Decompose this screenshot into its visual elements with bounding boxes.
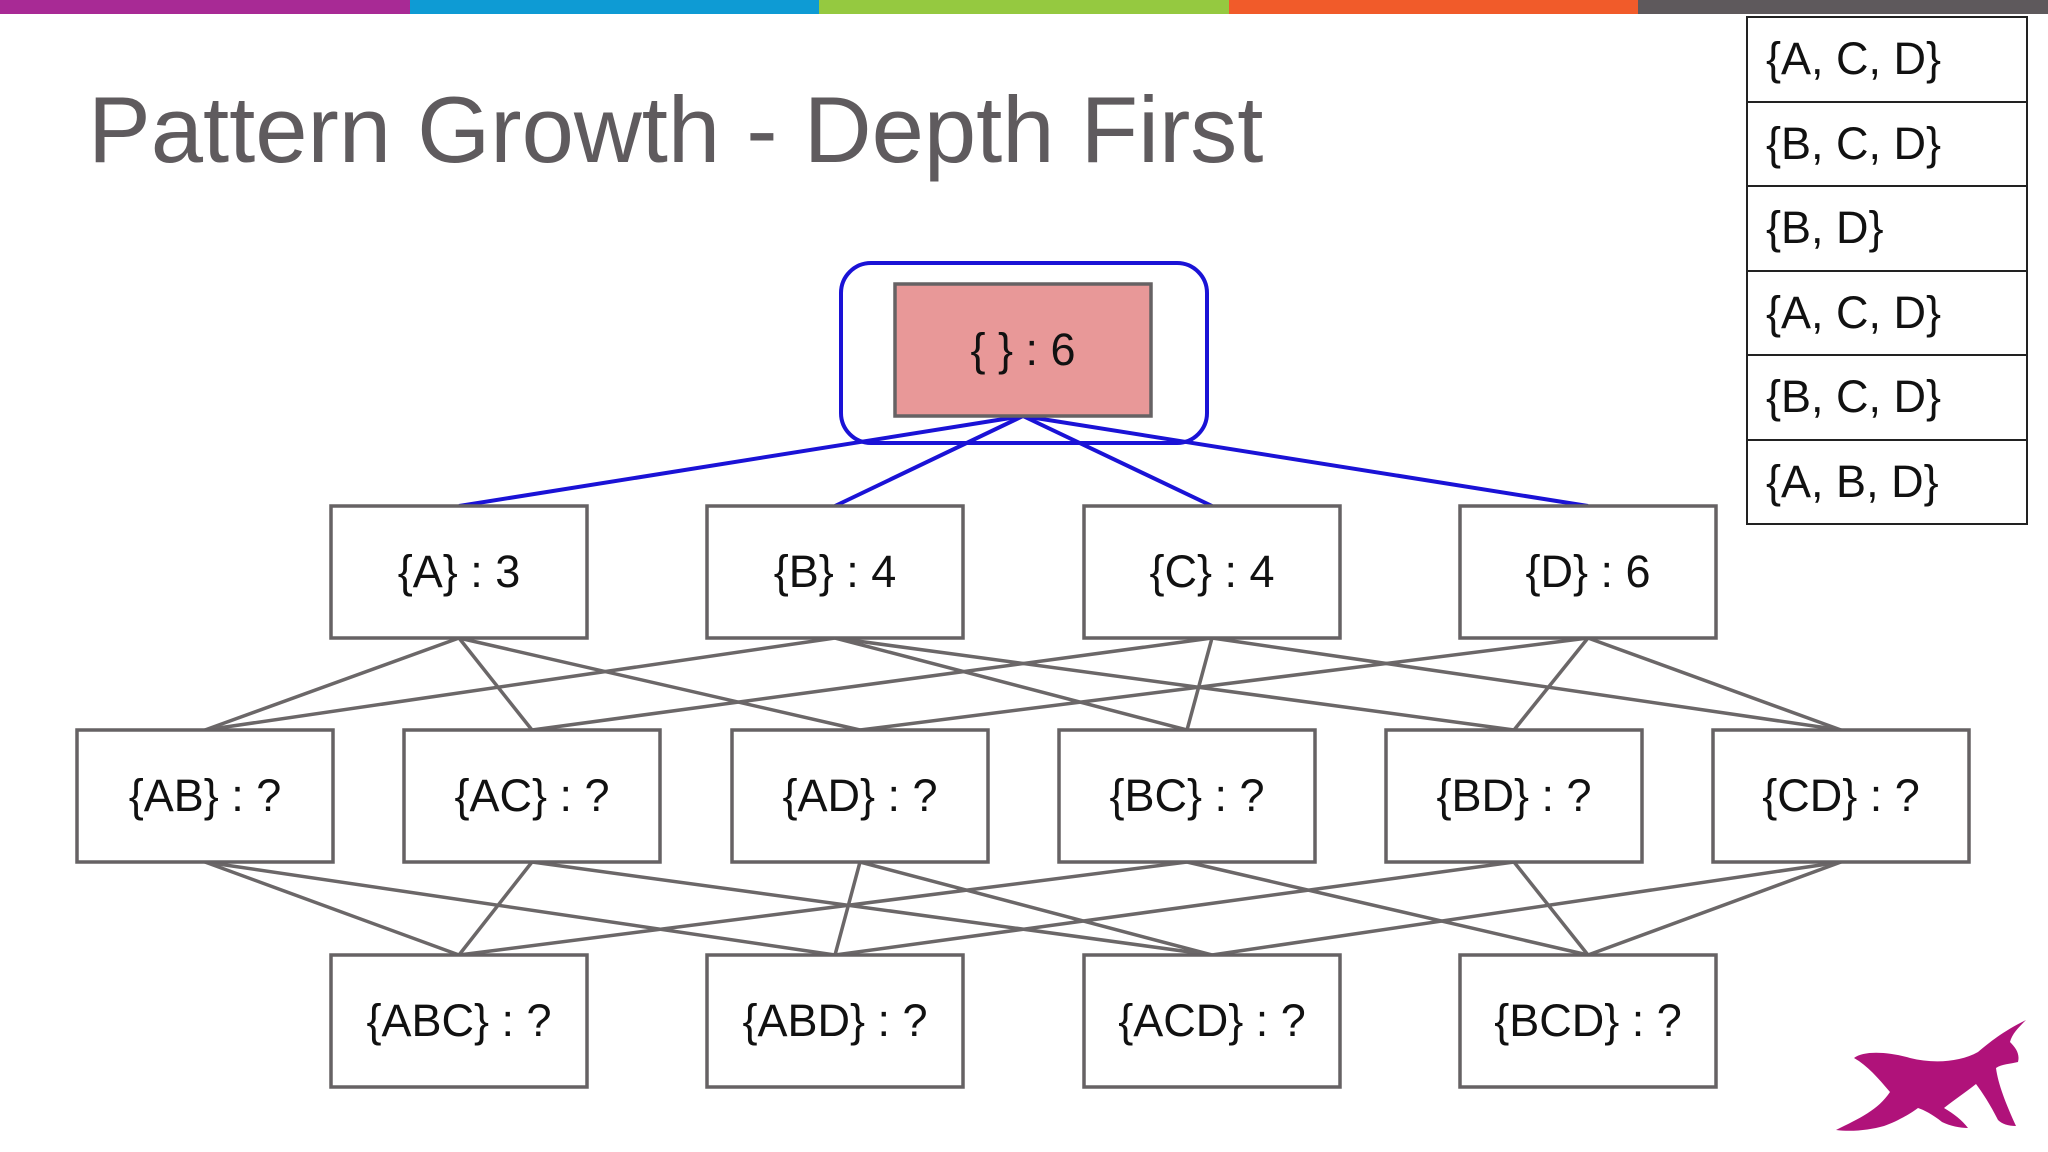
lattice-edge bbox=[1186, 860, 1589, 957]
lattice-edge bbox=[1587, 636, 1842, 732]
root-node bbox=[893, 282, 1153, 418]
itemset-node bbox=[1082, 504, 1342, 640]
lattice-edge bbox=[1587, 860, 1842, 957]
lattice-edge bbox=[859, 860, 1213, 957]
lattice-edge bbox=[1512, 636, 1590, 732]
lattice-edge bbox=[1211, 860, 1842, 957]
transaction-row: {A, B, D} bbox=[1748, 441, 2026, 525]
top-bar-segment bbox=[409, 0, 820, 14]
slide-title: Pattern Growth - Depth First bbox=[88, 77, 1264, 182]
itemset-node bbox=[1082, 953, 1342, 1089]
transaction-row: {B, C, D} bbox=[1748, 103, 2026, 187]
lattice-edge bbox=[458, 860, 1188, 957]
itemset-node bbox=[1711, 728, 1971, 864]
itemset-node bbox=[730, 728, 990, 864]
lattice-edge bbox=[833, 861, 862, 956]
lattice-edge bbox=[204, 636, 836, 732]
lattice-edge bbox=[457, 860, 534, 957]
lattice-edge bbox=[834, 636, 1515, 732]
transaction-row: {A, C, D} bbox=[1748, 272, 2026, 356]
lattice-edge bbox=[531, 636, 1213, 732]
lattice-edge bbox=[458, 636, 861, 732]
itemset-node bbox=[705, 953, 965, 1089]
itemset-node bbox=[75, 728, 335, 864]
highlighted-edge bbox=[458, 414, 1024, 508]
top-bar-segment bbox=[1228, 0, 1639, 14]
top-bar-segment bbox=[819, 0, 1229, 14]
top-bar-segment bbox=[0, 0, 410, 14]
highlighted-edge bbox=[1022, 414, 1213, 508]
itemset-node bbox=[329, 504, 589, 640]
lattice-edge bbox=[834, 636, 1188, 732]
root-highlight-outline bbox=[839, 261, 1209, 445]
lattice-edge bbox=[1211, 636, 1842, 732]
itemset-node bbox=[1458, 504, 1718, 640]
top-bar-segment bbox=[1638, 0, 2048, 14]
itemset-node bbox=[329, 953, 589, 1089]
transaction-row: {B, D} bbox=[1748, 187, 2026, 272]
lattice-edge bbox=[1185, 637, 1214, 731]
transaction-row: {B, C, D} bbox=[1748, 356, 2026, 441]
lattice-edge bbox=[859, 636, 1589, 732]
itemset-node bbox=[1458, 953, 1718, 1089]
lattice-edge bbox=[204, 860, 460, 957]
lattice-edge bbox=[834, 860, 1515, 957]
lattice-edge bbox=[1512, 860, 1590, 957]
lattice-edge bbox=[531, 860, 1213, 957]
highlighted-edge bbox=[1022, 414, 1589, 508]
transaction-row: {A, C, D} bbox=[1748, 18, 2026, 103]
highlighted-edge bbox=[834, 414, 1024, 508]
itemset-node bbox=[402, 728, 662, 864]
top-color-bar bbox=[0, 0, 2048, 14]
dog-logo-icon bbox=[1836, 1020, 2026, 1131]
lattice-edge bbox=[204, 860, 836, 957]
lattice-edge bbox=[457, 636, 534, 732]
transaction-table: {A, C, D}{B, C, D}{B, D}{A, C, D}{B, C, … bbox=[1746, 16, 2028, 525]
itemset-node bbox=[1057, 728, 1317, 864]
itemset-node bbox=[705, 504, 965, 640]
itemset-node bbox=[1384, 728, 1644, 864]
lattice-edge bbox=[204, 636, 460, 732]
